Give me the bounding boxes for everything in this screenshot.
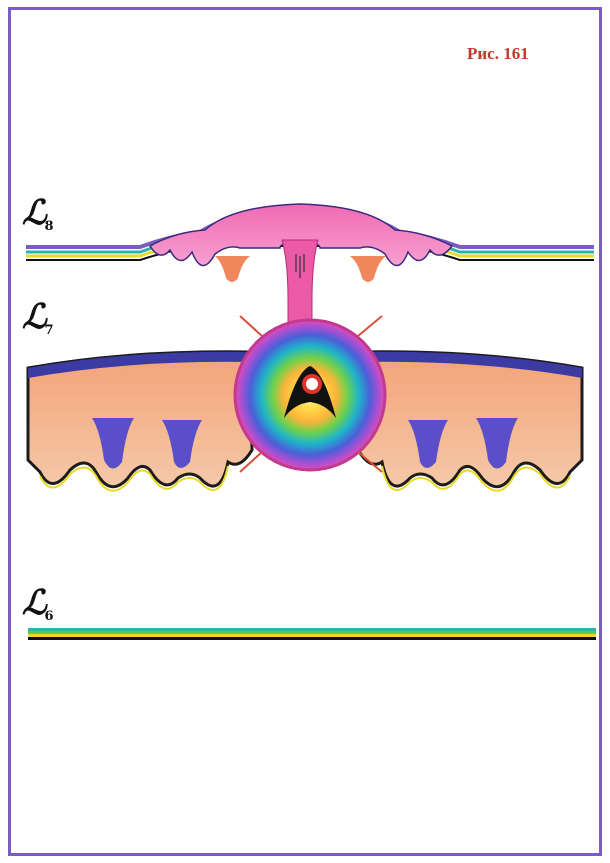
level-6-stripe-black: [28, 637, 596, 640]
level-6-stripe-yellow: [28, 634, 596, 637]
level-8-layer: [26, 204, 594, 330]
level-8-drip-right: [350, 256, 386, 282]
level-7-layer: [28, 316, 582, 491]
level-6-stripe-teal: [28, 628, 596, 631]
level-8-drip-left: [215, 256, 250, 282]
level-6-stripe-green: [28, 631, 596, 634]
level-8-funnel: [282, 240, 318, 330]
level-6-layer: [28, 628, 596, 640]
level-7-sphere-core: [304, 376, 320, 392]
